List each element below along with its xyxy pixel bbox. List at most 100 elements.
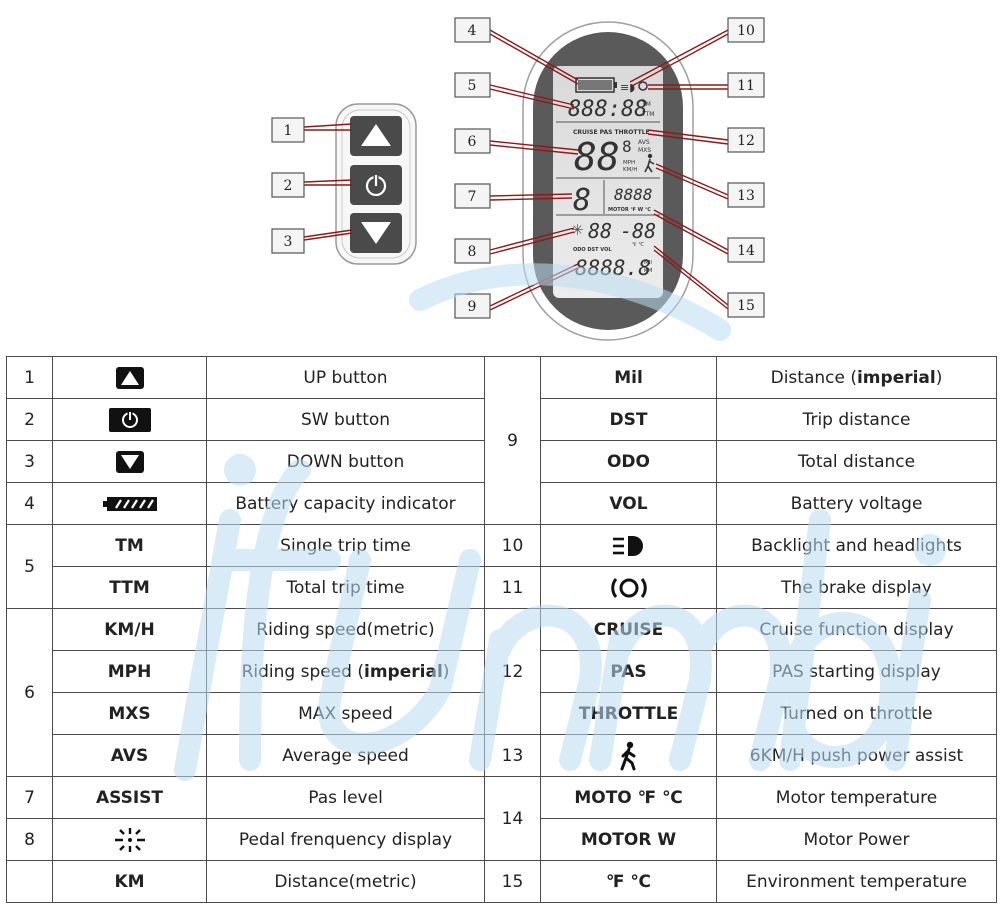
lcd-temp-digits: -88 [620,219,656,243]
row-key: ODO [540,440,717,483]
row-number: 6 [6,608,53,777]
row-number: 7 [6,776,53,819]
lcd-speed-digits: 88 [574,135,620,179]
lcd-mph-label: MPH [623,160,635,166]
row-key: TM [52,524,207,567]
lcd-battery-icon [575,77,617,93]
lcd-mxs-label: MXS [638,147,651,154]
row-key: THROTTLE [540,692,717,735]
lcd-speed-small-digit: 8 [622,137,632,156]
row-description: The brake display [716,566,997,609]
table-row: 1 UP button 9 Mil Distance (imperial) [6,356,997,525]
row-key: VOL [540,482,717,525]
table-row: AVS Average speed 13 6KM/H push power as… [7,734,997,777]
callout-13: 13 [737,188,755,204]
row-description: DOWN button [206,440,485,483]
lcd-headlight-icon: ≡◗ [620,81,635,94]
svg-text:≡◗: ≡◗ [620,81,635,94]
row-key: MXS [52,692,207,735]
lcd-assist-digit: 8 [573,183,591,218]
table-row: TTM Total trip time 11 The brake display [7,566,997,609]
callout-5: 5 [468,78,477,94]
row-description: Cruise function display [716,608,997,651]
remote-up-button[interactable] [350,116,402,156]
row-number: 4 [6,482,53,525]
row-symbol [52,398,207,441]
headlight-icon [612,535,643,556]
table-row: 8 Pedal frenquency display MOTOR W Motor… [6,818,997,861]
row-symbol [52,440,207,483]
desc-text: ) [935,367,943,388]
lcd-trip-time: 888:88 [568,97,647,122]
table-row: 5 TM Single trip time 10 Backlight and h… [6,524,997,609]
callout-6: 6 [468,134,477,150]
desc-emphasis: imperial [856,367,936,388]
lcd-mil-label: MIl [644,260,652,266]
row-number: 10 [484,524,541,567]
row-description: Riding speed(metric) [206,608,485,651]
row-description: Single trip time [206,524,485,567]
row-number: 12 [484,608,541,735]
row-key: AVS [52,734,207,777]
row-number: 15 [484,860,541,903]
row-description: PAS starting display [716,650,997,693]
row-number: 13 [484,734,541,777]
table-row: 6 KM/H Riding speed(metric) 12 CRUISE Cr… [6,608,997,777]
row-symbol [540,524,717,567]
row-key: ASSIST [52,776,207,819]
brake-icon [610,577,647,598]
row-symbol [540,734,717,777]
row-description: Battery capacity indicator [206,482,485,525]
lcd-km-label: KM [644,268,653,274]
callout-9: 9 [468,299,477,315]
lcd-power-digits: 8888 [614,185,653,204]
row-description: UP button [206,356,485,399]
lcd-odo-labels: ODO DST VOL [573,247,612,253]
row-description: Environment temperature [716,860,997,903]
row-description: SW button [206,398,485,441]
lcd-mode-labels: CRUISE PAS THROTTLE [573,129,650,136]
row-number: 1 [6,356,53,399]
power-button-icon [108,407,151,432]
callout-boxes [271,17,765,319]
row-symbol [540,566,717,609]
row-description: Pedal frenquency display [206,818,485,861]
row-key: PAS [540,650,717,693]
row-description: Battery voltage [716,482,997,525]
callout-4: 4 [468,23,477,39]
lcd-motor-label: MOTOR ℉ W ℃ [608,207,651,213]
callout-12: 12 [737,133,755,149]
table-row: KM Distance(metric) 15 ℉ ℃ Environment t… [6,860,997,903]
callout-8: 8 [468,244,477,260]
row-number [6,860,53,903]
row-number: 11 [484,566,541,609]
remote-down-button[interactable] [350,213,402,253]
desc-text: Riding speed ( [241,661,365,682]
row-description: Average speed [206,734,485,777]
row-number: 2 [6,398,53,441]
lcd-ttm-label: TTM [641,111,654,118]
row-description: Distance (imperial) [716,356,997,399]
battery-icon [102,496,157,511]
row-symbol [52,356,207,399]
row-key: Mil [540,356,717,399]
row-symbol [52,482,207,525]
lcd-kmh-label: KM/H [623,167,637,173]
row-key: MOTO ℉ ℃ [540,776,717,819]
remote-power-button[interactable] [350,165,402,205]
display-diagram: ≡◗ 888:88 TM TTM CRUISE PAS THROTTLE 88 … [271,17,765,341]
walking-person-icon [620,741,635,770]
row-description: Riding speed (imperial) [206,650,485,693]
remote-control [335,103,417,265]
spec-table: 1 UP button 9 Mil Distance (imperial) 2 … [6,356,997,903]
lcd-walking-person-icon [644,153,655,173]
row-key: TTM [52,566,207,609]
row-description: Pas level [206,776,485,819]
table-row: 2 SW button DST Trip distance [6,398,997,441]
row-description: 6KM/H push power assist [716,734,997,777]
lcd-temp-units: ℉ ℃ [632,242,644,248]
row-description: Total distance [716,440,997,483]
callout-14: 14 [737,243,755,259]
callout-1: 1 [284,123,293,139]
lcd-tm-label: TM [641,101,651,108]
